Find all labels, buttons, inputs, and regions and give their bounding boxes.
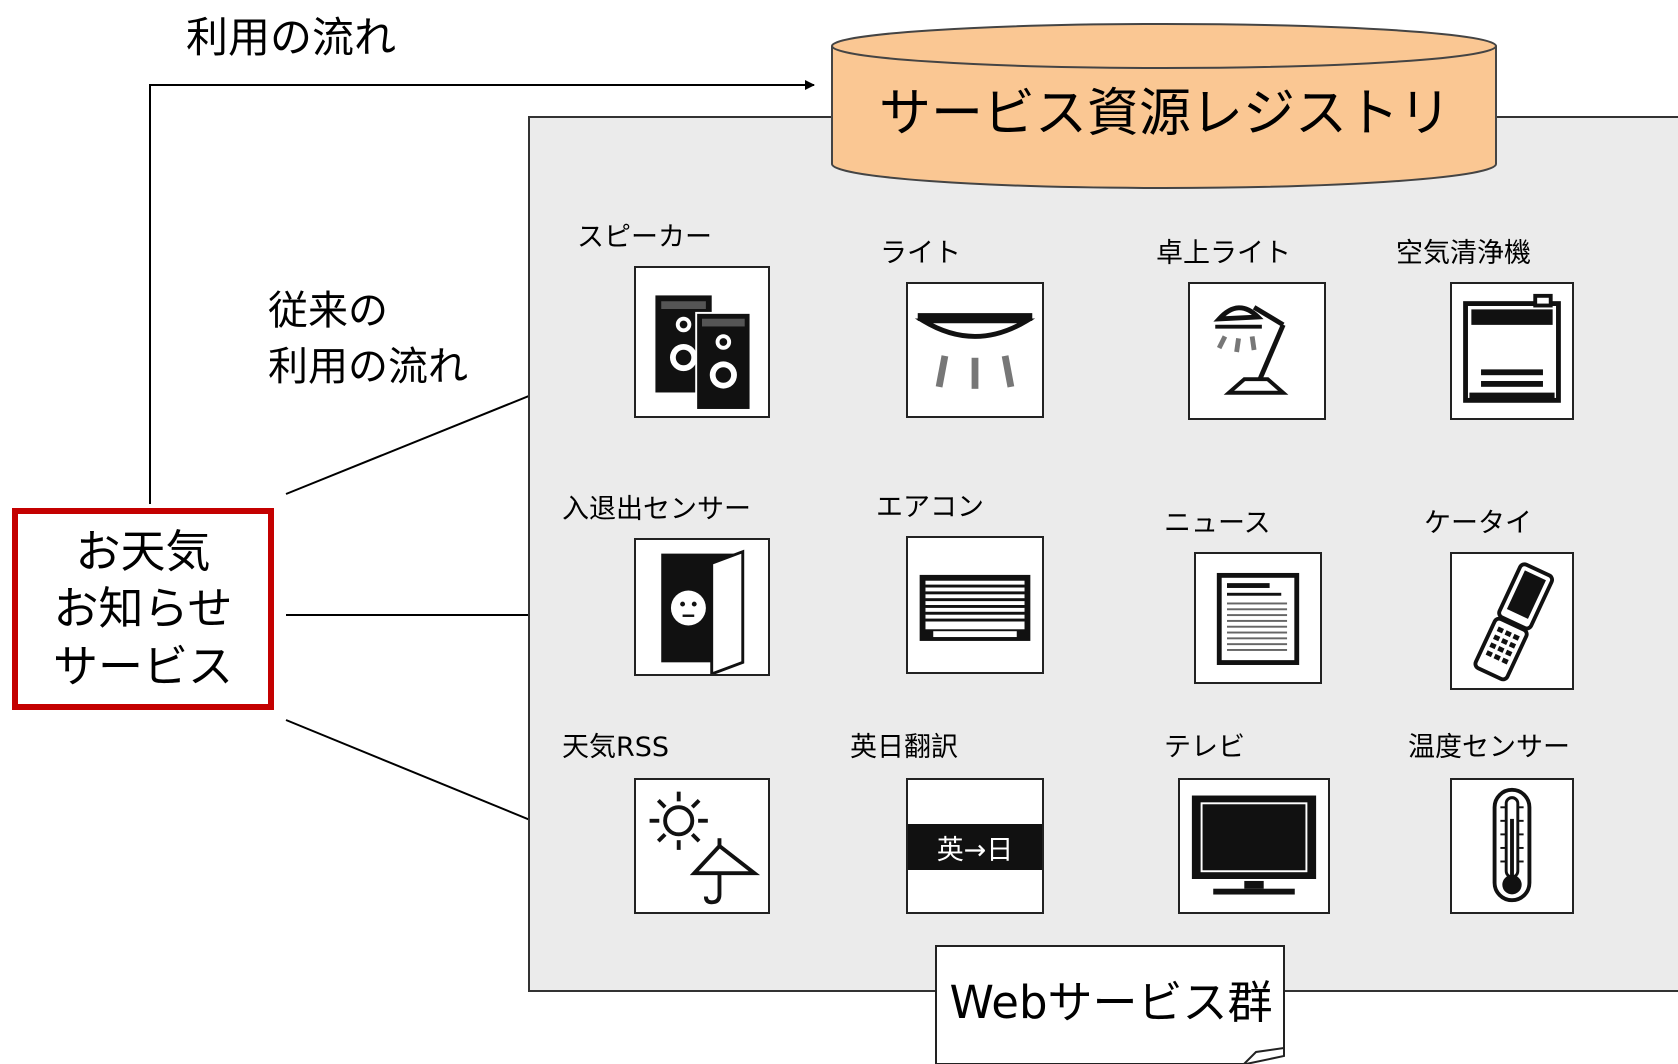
service-tile-air-conditioner[interactable] xyxy=(906,536,1044,674)
registry-cylinder xyxy=(831,23,1497,189)
service-tile-tv[interactable] xyxy=(1178,778,1330,914)
service-tile-thermometer[interactable] xyxy=(1450,778,1574,914)
service-tile-light[interactable] xyxy=(906,282,1044,418)
web-services-group-label: Webサービス群 xyxy=(949,976,1273,1029)
air-purifier-icon xyxy=(1463,293,1561,403)
service-tile-speaker[interactable] xyxy=(634,266,770,418)
service-label-air-conditioner: エアコン xyxy=(876,492,984,523)
service-tile-news[interactable] xyxy=(1194,552,1322,684)
new-flow-arrow xyxy=(149,80,815,504)
source-service-line1: お天気 xyxy=(75,524,211,578)
old-flow-label-line1: 従来の xyxy=(268,288,388,334)
web-services-callout xyxy=(935,945,1285,1064)
mobile-phone-icon xyxy=(1473,562,1555,682)
thermometer-icon xyxy=(1492,787,1532,903)
weather-notification-service[interactable]: お天気 お知らせ サービス xyxy=(12,508,274,710)
service-label-news: ニュース xyxy=(1164,508,1271,539)
service-label-translation: 英日翻訳 xyxy=(850,732,958,763)
door-sensor-icon xyxy=(661,549,745,674)
service-label-air-purifier: 空気清浄機 xyxy=(1396,238,1531,269)
service-tile-desk-lamp[interactable] xyxy=(1188,282,1326,420)
old-flow-label-line2: 利用の流れ xyxy=(268,344,468,390)
air-conditioner-icon xyxy=(919,574,1031,641)
new-flow-label: 利用の流れ xyxy=(186,13,397,62)
translation-icon: 英→日 xyxy=(908,824,1042,870)
translation-icon-text: 英→日 xyxy=(936,834,1014,866)
service-label-speaker: スピーカー xyxy=(577,222,712,253)
service-label-tv: テレビ xyxy=(1164,732,1245,763)
speaker-icon xyxy=(655,295,752,411)
light-icon xyxy=(914,313,1036,389)
service-tile-air-purifier[interactable] xyxy=(1450,282,1574,420)
source-service-line2: お知らせ xyxy=(53,582,233,636)
registry-label: サービス資源レジストリ xyxy=(878,84,1451,144)
service-tile-mobile-phone[interactable] xyxy=(1450,552,1574,690)
service-tile-door-sensor[interactable] xyxy=(634,538,770,676)
weather-rss-icon xyxy=(649,791,761,905)
source-service-line3: サービス xyxy=(52,639,233,693)
service-label-door-sensor: 入退出センサー xyxy=(562,494,751,525)
service-label-thermometer: 温度センサー xyxy=(1408,732,1570,763)
service-tile-translation[interactable]: 英→日 xyxy=(906,778,1044,914)
tv-icon xyxy=(1191,795,1317,895)
service-label-desk-lamp: 卓上ライト xyxy=(1156,238,1291,269)
desk-lamp-icon xyxy=(1213,305,1289,395)
service-label-weather-rss: 天気RSS xyxy=(562,732,670,763)
service-tile-weather-rss[interactable] xyxy=(634,778,770,914)
service-label-light: ライト xyxy=(880,238,961,269)
service-label-mobile-phone: ケータイ xyxy=(1424,508,1532,539)
news-icon xyxy=(1216,572,1300,665)
